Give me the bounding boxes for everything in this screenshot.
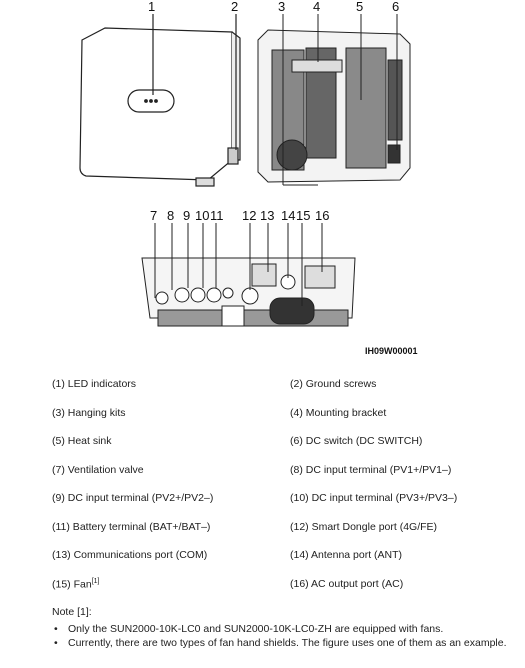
legend-item: (8) DC input terminal (PV1+/PV1–): [290, 463, 452, 476]
legend-item: (2) Ground screws: [290, 378, 377, 390]
legend-row: (9) DC input terminal (PV2+/PV2–) (10) D…: [52, 492, 512, 521]
component-legend: (1) LED indicators (2) Ground screws (3)…: [52, 378, 512, 606]
callout-7: 7: [150, 208, 157, 223]
legend-row: (7) Ventilation valve (8) DC input termi…: [52, 464, 512, 493]
callout-10: 10: [195, 208, 209, 223]
callout-16: 16: [315, 208, 329, 223]
legend-item-fan: (15) Fan[1]: [52, 578, 99, 591]
callout-8: 8: [167, 208, 174, 223]
callout-3: 3: [278, 0, 285, 14]
legend-row: (5) Heat sink (6) DC switch (DC SWITCH): [52, 435, 512, 464]
front-view: [79, 14, 241, 187]
legend-row: (11) Battery terminal (BAT+/BAT–) (12) S…: [52, 521, 512, 550]
callout-13: 13: [260, 208, 274, 223]
legend-item: (6) DC switch (DC SWITCH): [290, 435, 423, 447]
legend-item: (9) DC input terminal (PV2+/PV2–): [52, 492, 214, 504]
legend-item: (3) Hanging kits: [52, 406, 126, 419]
callouts-bottom: 7 8 9 10 11 12 13 14 15 16: [150, 208, 329, 223]
legend-item: (12) Smart Dongle port (4G/FE): [290, 520, 438, 533]
callout-2: 2: [231, 0, 238, 14]
callout-1: 1: [148, 0, 155, 14]
legend-row: (13) Communications port (COM) (14) Ante…: [52, 549, 512, 578]
callout-6: 6: [392, 0, 399, 14]
figure-id: IH09W00001: [365, 346, 418, 356]
legend-item: (7) Ventilation valve: [52, 463, 144, 476]
note-title: Note [1]:: [52, 606, 92, 618]
legend-item: (13) Communications port (COM): [52, 549, 208, 561]
note-item: Currently, there are two types of fan ha…: [52, 636, 507, 650]
legend-row: (3) Hanging kits (4) Mounting bracket: [52, 407, 512, 436]
callout-14: 14: [281, 208, 295, 223]
callout-12: 12: [242, 208, 256, 223]
callout-11: 11: [210, 208, 224, 223]
back-view: [257, 14, 411, 186]
inverter-diagram: 1 2 3 4 5 6 7 8 9 10 11 12 13 14 15 16 I…: [79, 0, 418, 356]
legend-item-label: (15) Fan: [52, 578, 92, 590]
legend-item: (4) Mounting bracket: [290, 406, 387, 419]
legend-item: (5) Heat sink: [52, 435, 112, 447]
legend-row: (15) Fan[1] (16) AC output port (AC): [52, 578, 512, 607]
callout-4: 4: [313, 0, 320, 14]
legend-item: (10) DC input terminal (PV3+/PV3–): [290, 492, 458, 504]
legend-item: (14) Antenna port (ANT): [290, 549, 403, 561]
callouts-top: 1 2 3 4 5 6: [148, 0, 399, 14]
legend-item: (11) Battery terminal (BAT+/BAT–): [52, 520, 211, 533]
footnote-marker[interactable]: [1]: [91, 577, 100, 585]
callout-5: 5: [356, 0, 363, 14]
callout-9: 9: [183, 208, 190, 223]
note-item: Only the SUN2000-10K-LC0 and SUN2000-10K…: [52, 622, 507, 636]
legend-item: (16) AC output port (AC): [290, 577, 404, 590]
bottom-view: [141, 223, 356, 327]
callout-15: 15: [296, 208, 310, 223]
note-list: Only the SUN2000-10K-LC0 and SUN2000-10K…: [52, 622, 507, 650]
legend-row: (1) LED indicators (2) Ground screws: [52, 378, 512, 407]
legend-item: (1) LED indicators: [52, 378, 137, 390]
